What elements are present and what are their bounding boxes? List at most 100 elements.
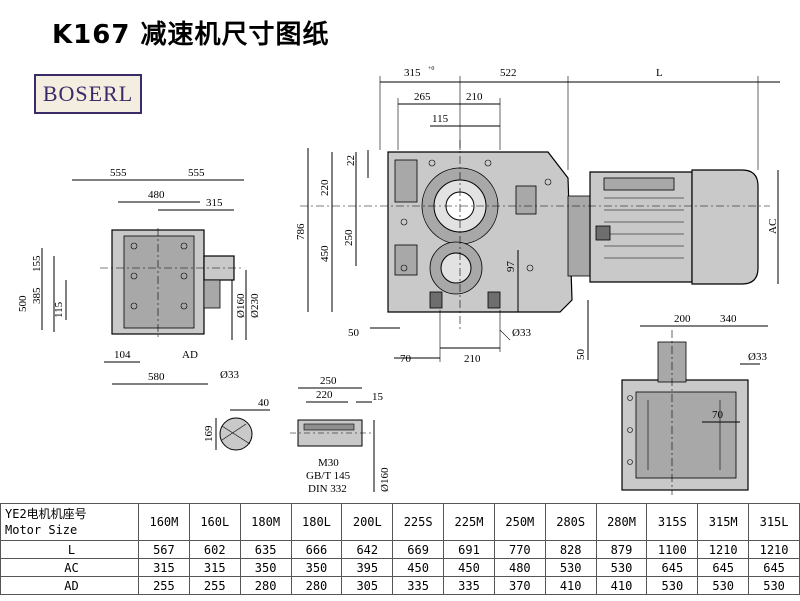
left-dim-315: 315: [206, 197, 223, 209]
table-cell: 305: [341, 576, 394, 595]
left-dim-AD: AD: [182, 349, 198, 361]
dim-97: 97: [505, 261, 517, 273]
table-cell: 645: [646, 558, 699, 577]
table-cell: 315: [188, 558, 241, 577]
dim-220: 220: [319, 179, 331, 196]
end-dim-dia-33: Ø33: [748, 351, 767, 363]
dimension-drawing: 315 +0 522 L 265 210 115 22 220 786 250 …: [17, 66, 780, 495]
left-dim-555-a: 555: [110, 167, 127, 179]
left-dim-104: 104: [114, 349, 131, 361]
table-cell: 691: [443, 540, 495, 559]
table-cell: 530: [595, 558, 648, 577]
left-dim-500: 500: [17, 295, 29, 312]
dim-22: 22: [345, 155, 357, 166]
table-header-row: YE2电机机座号 Motor Size 160M 160L 180M 180L …: [0, 503, 800, 541]
table-cell: 645: [748, 558, 800, 577]
table-cell: 350: [239, 558, 292, 577]
size-cell: 315M: [697, 503, 750, 541]
table-row: L 567 602 635 666 642 669 691 770 828 87…: [0, 540, 800, 559]
front-view: 315 +0 522 L 265 210 115 22 220 786 250 …: [295, 66, 780, 365]
shaft-dim-220: 220: [316, 389, 333, 401]
dim-dia-33: Ø33: [512, 327, 531, 339]
dim-250: 250: [343, 229, 355, 246]
dim-450: 450: [319, 245, 331, 262]
row-label: L: [0, 540, 139, 559]
table-cell: 828: [544, 540, 597, 559]
dim-115: 115: [432, 113, 449, 125]
key-dim-169: 169: [203, 425, 215, 442]
table-cell: 567: [138, 540, 190, 559]
left-dim-555-b: 555: [188, 167, 205, 179]
table-cell: 530: [697, 576, 750, 595]
table-cell: 770: [493, 540, 546, 559]
table-cell: 879: [595, 540, 648, 559]
dim-AC: AC: [767, 219, 779, 234]
left-dim-dia-160: Ø160: [235, 293, 247, 318]
size-cell: 225S: [392, 503, 445, 541]
dim-265: 265: [414, 91, 431, 103]
size-cell: 280M: [595, 503, 648, 541]
table-cell: 280: [290, 576, 343, 595]
header-label-cn: YE2电机机座号: [5, 507, 87, 521]
table-cell: 642: [341, 540, 394, 559]
end-dim-70: 70: [712, 409, 724, 421]
end-view-right: 200 340 Ø33 70: [621, 313, 768, 495]
table-cell: 530: [748, 576, 800, 595]
left-dim-155: 155: [31, 255, 43, 272]
table-cell: 410: [595, 576, 648, 595]
key-dim-40: 40: [258, 397, 270, 409]
table-header-label: YE2电机机座号 Motor Size: [0, 503, 139, 541]
table-cell: 335: [392, 576, 445, 595]
size-cell: 160L: [188, 503, 241, 541]
dim-L: L: [656, 67, 663, 79]
dim-522: 522: [500, 67, 517, 79]
brand-logo-text: BOSERL: [42, 81, 134, 106]
table-cell: 335: [443, 576, 495, 595]
end-dim-340: 340: [720, 313, 737, 325]
table-cell: 480: [493, 558, 546, 577]
table-cell: 602: [188, 540, 241, 559]
table-row: AC 315 315 350 350 395 450 450 480 530 5…: [0, 558, 800, 577]
shaft-thread-m30: M30: [318, 457, 339, 469]
dim-315-tolerance: +0: [428, 66, 434, 72]
size-cell: 315S: [646, 503, 699, 541]
brand-logo: BOSERL: [34, 74, 142, 114]
table-cell: 635: [239, 540, 292, 559]
motor-size-table: YE2电机机座号 Motor Size 160M 160L 180M 180L …: [0, 503, 800, 595]
dim-786: 786: [295, 223, 307, 240]
table-cell: 1100: [646, 540, 699, 559]
size-cell: 180M: [239, 503, 292, 541]
size-cell: 280S: [544, 503, 597, 541]
row-label: AC: [0, 558, 139, 577]
left-dim-580: 580: [148, 371, 165, 383]
left-dim-dia-230: Ø230: [249, 293, 261, 318]
table-cell: 1210: [697, 540, 750, 559]
shaft-dim-15: 15: [372, 391, 384, 403]
table-cell: 315: [138, 558, 190, 577]
dim-210-top: 210: [466, 91, 483, 103]
left-dim-480: 480: [148, 189, 165, 201]
left-dim-385: 385: [31, 287, 43, 304]
end-dim-200: 200: [674, 313, 691, 325]
size-cell: 180L: [290, 503, 343, 541]
table-cell: 530: [544, 558, 597, 577]
table-cell: 255: [188, 576, 241, 595]
table-cell: 645: [697, 558, 750, 577]
dim-50-left: 50: [348, 327, 360, 339]
table-cell: 255: [138, 576, 190, 595]
shaft-dim-250: 250: [320, 375, 337, 387]
dim-210-bottom: 210: [464, 353, 481, 365]
dim-315: 315: [404, 67, 421, 79]
size-cell: 200L: [341, 503, 394, 541]
shaft-view: 250 220 15 M30 GB/T 145 DIN 332 Ø160: [290, 375, 391, 495]
size-cell: 160M: [138, 503, 190, 541]
table-cell: 410: [544, 576, 597, 595]
size-cell: 315L: [748, 503, 800, 541]
page-title: K167 减速机尺寸图纸: [52, 20, 330, 50]
table-cell: 666: [290, 540, 343, 559]
left-dim-dia-33: Ø33: [220, 369, 239, 381]
table-cell: 450: [392, 558, 445, 577]
shaft-standard-gb: GB/T 145: [306, 470, 351, 482]
table-cell: 1210: [748, 540, 800, 559]
dim-70: 70: [400, 353, 412, 365]
